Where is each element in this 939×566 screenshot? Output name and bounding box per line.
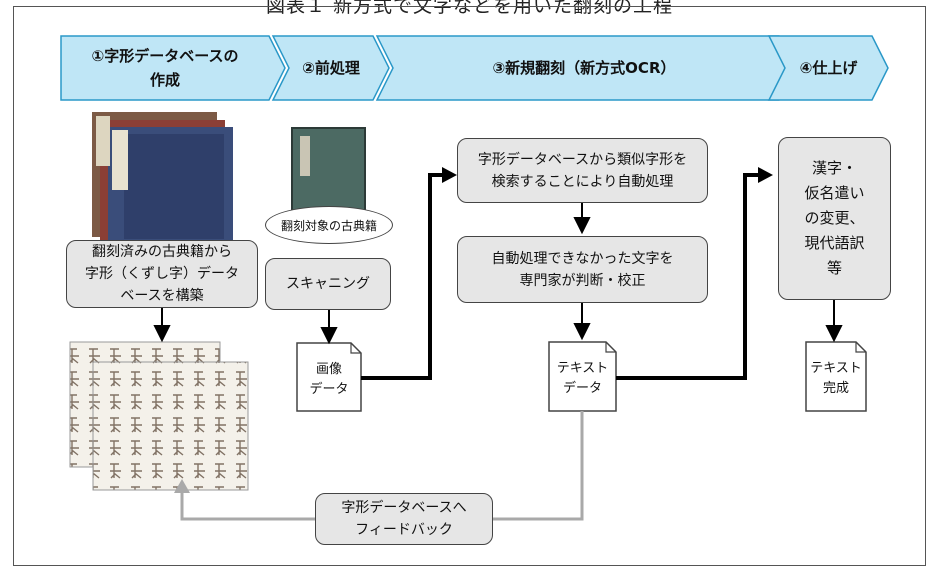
- feedback-box: 字形データベースへ フィードバック: [315, 493, 493, 545]
- text-data-doc: [548, 341, 617, 412]
- step-1-label: ①字形データベースの 作成: [91, 47, 239, 89]
- text-done-doc: [805, 341, 867, 412]
- target-book-label: 翻刻対象の古典籍: [265, 206, 393, 244]
- text-data-label: テキスト データ: [556, 361, 609, 396]
- db-build-box: 翻刻済みの古典籍から 字形（くずし字）データ ベースを構築: [66, 240, 258, 308]
- step-1-chevron: [60, 35, 286, 101]
- step-4-chevron: [767, 35, 889, 101]
- books-stack-image: [92, 112, 233, 245]
- step-2-chevron: [271, 35, 390, 101]
- finishing-box: 漢字・ 仮名遣い の変更、 現代語訳 等: [778, 137, 891, 300]
- char-grid-front: [92, 361, 249, 491]
- expert-review-box: 自動処理できなかった文字を 専門家が判断・校正: [457, 236, 708, 303]
- image-data-label: 画像 データ: [309, 361, 349, 397]
- text-done-label: テキスト 完成: [810, 361, 862, 396]
- scanning-box: スキャニング: [265, 258, 391, 310]
- step-2-label: ②前処理: [302, 59, 360, 77]
- diagram-title: 図表１ 新方式で文字などを用いた翻刻の工程: [265, 0, 674, 17]
- search-process-box: 字形データベースから類似字形を 検索することにより自動処理: [457, 138, 708, 203]
- step-4-label: ④仕上げ: [799, 59, 858, 77]
- image-data-doc: [296, 342, 362, 412]
- step-3-label: ③新規翻刻（新方式OCR）: [492, 59, 676, 77]
